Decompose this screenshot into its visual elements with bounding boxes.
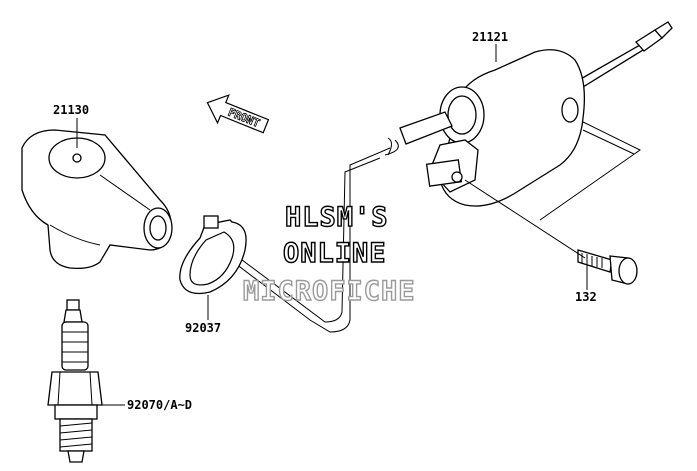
label-132: 132 bbox=[575, 290, 597, 304]
watermark-line-3: MICROFICHE bbox=[243, 276, 416, 307]
spark-plug[interactable] bbox=[47, 299, 103, 463]
clamp[interactable] bbox=[179, 215, 247, 295]
label-21130: 21130 bbox=[53, 103, 89, 117]
bolt[interactable] bbox=[577, 249, 638, 285]
label-92070: 92070/A~D bbox=[127, 398, 192, 412]
callouts: 21121 21130 92037 132 92070/A~D bbox=[53, 30, 597, 412]
spark-plug-cap[interactable] bbox=[21, 129, 173, 270]
front-direction-arrow: FRONT bbox=[206, 94, 270, 134]
label-92037: 92037 bbox=[185, 321, 221, 335]
high-tension-lead bbox=[214, 111, 453, 333]
watermark: HLSM'S ONLINE MICROFICHE bbox=[242, 201, 416, 307]
watermark-line-2: ONLINE bbox=[283, 238, 387, 269]
ignition-coil[interactable] bbox=[425, 21, 673, 221]
watermark-line-1: HLSM'S bbox=[285, 202, 389, 233]
label-21121: 21121 bbox=[472, 30, 508, 44]
